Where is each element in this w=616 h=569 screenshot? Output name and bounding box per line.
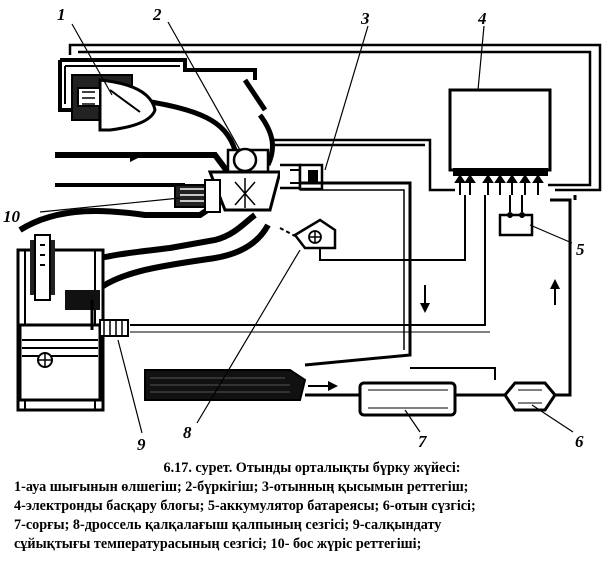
caption-line: 4-электронды басқару блогы; 5-аккумулято… (14, 498, 476, 514)
air-flow-meter (71, 74, 157, 132)
battery (498, 195, 534, 237)
callout-4: 4 (477, 9, 487, 28)
caption-line: 7-сорғы; 8-дроссель қалқалағыш қалпының … (14, 517, 442, 533)
callout-5: 5 (576, 240, 585, 259)
fuel-and-sensor-lines (130, 181, 577, 397)
ecu-wiring (68, 43, 602, 192)
engine-cylinder (16, 234, 105, 412)
caption-line: 1-ауа шығынын өлшегіш; 2-бүркігіш; 3-оты… (14, 479, 469, 495)
throttle-position-sensor (279, 218, 337, 250)
caption-line: сұйықтығы температурасының сезгісі; 10- … (14, 536, 422, 552)
callout-leaders (39, 21, 574, 434)
ecu (448, 88, 552, 195)
callout-8: 8 (183, 423, 192, 442)
injector (207, 147, 302, 212)
idle-regulator (174, 179, 221, 213)
coolant-temperature-sensor (99, 319, 129, 337)
callout-7: 7 (418, 432, 428, 451)
air-intake-loop (58, 58, 275, 167)
caption-title: 6.17. сурет. Отынды орталықты бүрку жүйе… (163, 460, 461, 476)
fuel-flow-arrows (308, 279, 560, 391)
callout-6: 6 (575, 432, 584, 451)
fuel-injection-diagram: 1 2 3 4 5 6 7 8 9 10 (3, 5, 602, 454)
callout-1: 1 (57, 5, 66, 24)
callouts: 1 2 3 4 5 6 7 8 9 10 (3, 5, 585, 454)
callout-9: 9 (137, 435, 146, 454)
callout-10: 10 (3, 207, 21, 226)
figure-caption: 6.17. сурет. Отынды орталықты бүрку жүйе… (14, 459, 610, 554)
fuel-filter (503, 381, 557, 412)
callout-2: 2 (152, 5, 162, 24)
fuel-pump (305, 381, 457, 417)
fuel-tank (144, 369, 307, 401)
callout-3: 3 (360, 9, 370, 28)
